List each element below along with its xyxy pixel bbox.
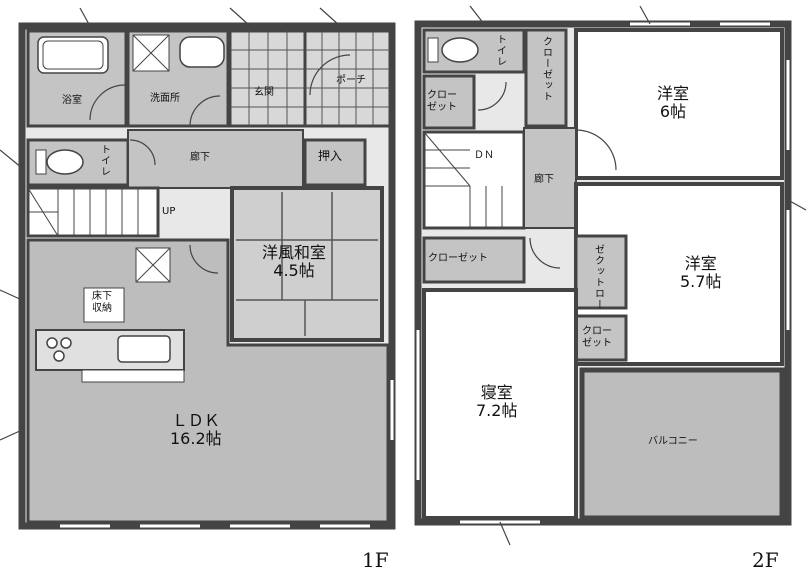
bedroom-2f [422, 288, 578, 520]
floor-storage-box [83, 287, 125, 323]
oshiire-closet [303, 138, 367, 187]
toilet-bowl-1f [46, 149, 84, 175]
stairs-2f [422, 130, 526, 230]
ldk-label: ＬＤＫ 16.2帖 [170, 411, 222, 449]
down-label: ＤＮ [474, 150, 494, 161]
porch-label: ポーチ [336, 75, 366, 86]
western-room-57-label: 洋室 5.7帖 [680, 254, 722, 292]
floor-storage-label: 床下 収納 [92, 291, 112, 314]
bathtub [37, 36, 109, 74]
closet-small-a-label: クロー ゼット [427, 90, 457, 113]
hallway-2f [523, 127, 577, 229]
walk-in-closet-label: ゼクットロー [592, 244, 604, 310]
floor-2-plan [414, 5, 807, 546]
balcony-2f [579, 367, 785, 521]
hallway-2f-label: 廊下 [534, 174, 554, 185]
walk-in-closet-2f [574, 234, 628, 310]
floor-2-label: 2F [752, 548, 779, 572]
closet-small-b-2f [574, 314, 628, 362]
toilet-1f-label: トイレ [98, 144, 110, 177]
closet-mid-label: クローゼット [428, 253, 488, 264]
stove-burner-3 [53, 350, 65, 362]
closet-mid-2f [422, 236, 526, 284]
up-label: UP [162, 206, 176, 217]
floor-1-label: 1F [362, 548, 389, 572]
entrance-label: 玄関 [254, 87, 274, 98]
oshiire-label: 押入 [318, 149, 343, 163]
bathtub-inner [42, 40, 104, 70]
closet-top-label: クローゼット [540, 36, 552, 102]
wash-basin [179, 36, 225, 68]
western-room-6 [574, 28, 784, 180]
closet-top-2f [524, 28, 568, 128]
toilet-2f-label: トイレ [494, 34, 506, 67]
sink [117, 335, 171, 363]
washitsu-room [230, 186, 384, 342]
floor-1-plan [0, 7, 396, 530]
porch-area [303, 29, 392, 128]
hallway-1f-label: 廊下 [190, 152, 210, 163]
balcony-label: バルコニー [648, 436, 698, 447]
stove-burner-1 [46, 337, 58, 349]
western-room-6-label: 洋室 6帖 [657, 84, 690, 122]
closet-small-b-label: クロー ゼット [582, 326, 612, 349]
washroom-label: 洗面所 [150, 93, 180, 104]
bath-label: 浴室 [62, 95, 82, 106]
closet-small-a-2f [422, 74, 476, 130]
washitsu-label: 洋風和室 4.5帖 [262, 243, 327, 281]
bedroom-label: 寝室 7.2帖 [476, 383, 518, 421]
stove-burner-2 [60, 337, 72, 349]
hallway-1f [127, 129, 304, 189]
